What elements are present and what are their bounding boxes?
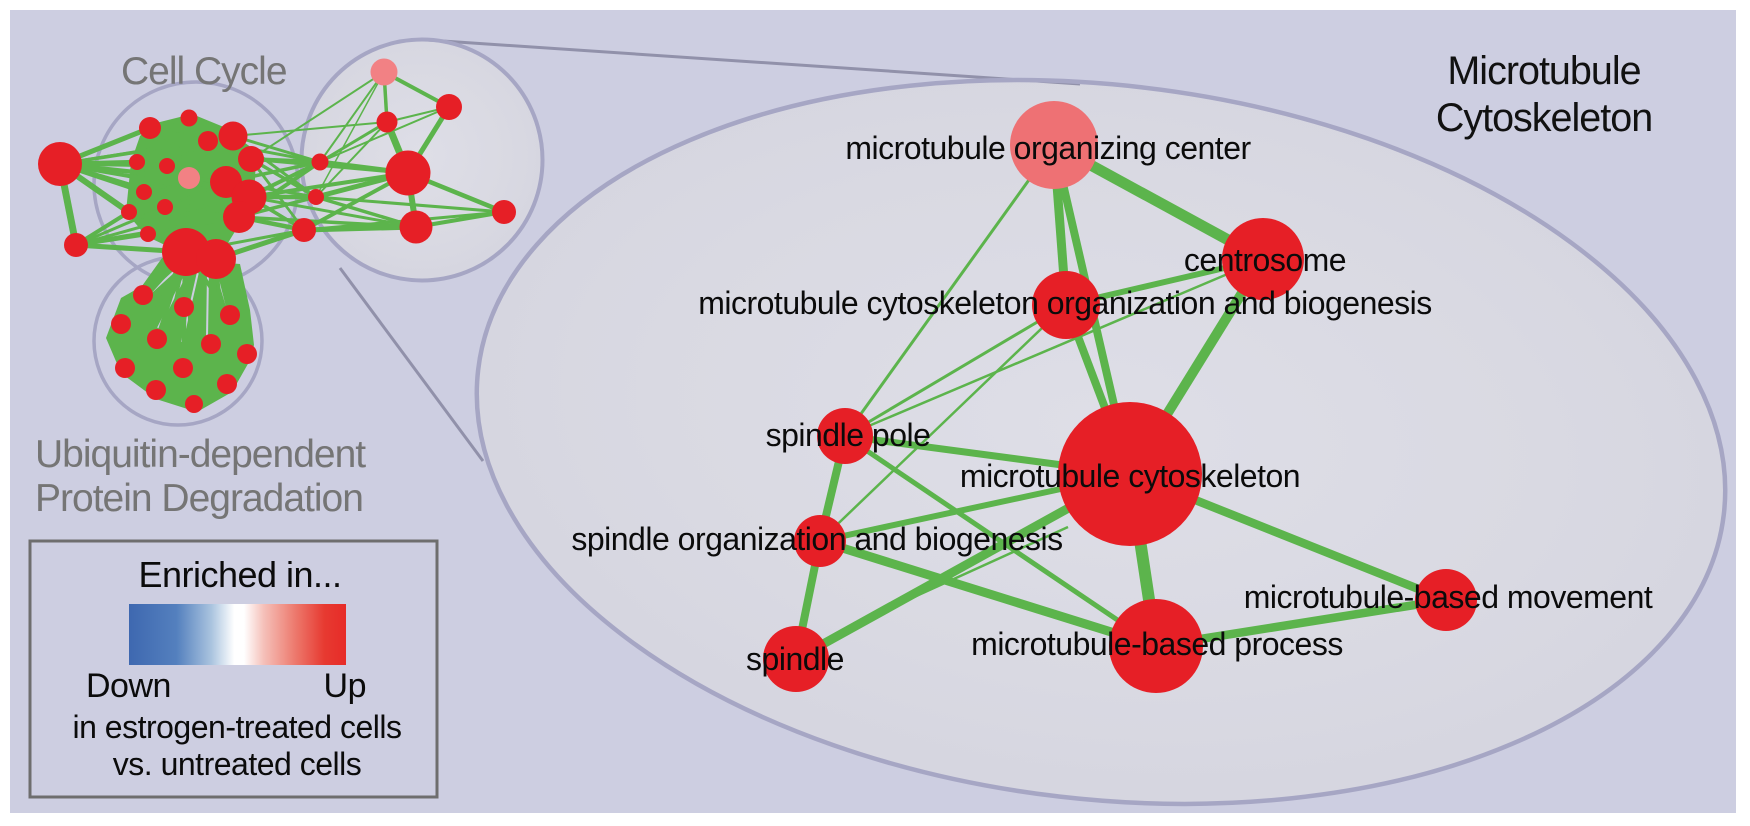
svg-text:microtubule-based movement: microtubule-based movement bbox=[1244, 579, 1653, 615]
svg-text:spindle: spindle bbox=[746, 641, 844, 677]
svg-text:microtubule cytoskeleton: microtubule cytoskeleton bbox=[960, 458, 1300, 494]
svg-text:Protein Degradation: Protein Degradation bbox=[35, 477, 363, 520]
svg-text:vs. untreated cells: vs. untreated cells bbox=[113, 746, 361, 782]
svg-text:microtubule cytoskeleton organ: microtubule cytoskeleton organization an… bbox=[698, 285, 1432, 321]
svg-text:Cell Cycle: Cell Cycle bbox=[121, 50, 287, 93]
svg-text:Down: Down bbox=[86, 667, 171, 705]
svg-text:in estrogen-treated cells: in estrogen-treated cells bbox=[72, 709, 401, 745]
svg-text:microtubule organizing center: microtubule organizing center bbox=[845, 130, 1251, 166]
svg-text:spindle organization and bioge: spindle organization and biogenesis bbox=[571, 521, 1062, 557]
svg-text:microtubule-based process: microtubule-based process bbox=[971, 626, 1343, 662]
svg-text:Ubiquitin-dependent: Ubiquitin-dependent bbox=[35, 433, 366, 476]
svg-text:spindle pole: spindle pole bbox=[766, 417, 931, 453]
svg-text:Up: Up bbox=[324, 667, 366, 705]
svg-text:Enriched in...: Enriched in... bbox=[138, 554, 341, 595]
svg-text:centrosome: centrosome bbox=[1184, 242, 1346, 278]
svg-text:Microtubule: Microtubule bbox=[1447, 49, 1640, 93]
svg-text:Cytoskeleton: Cytoskeleton bbox=[1436, 96, 1652, 140]
